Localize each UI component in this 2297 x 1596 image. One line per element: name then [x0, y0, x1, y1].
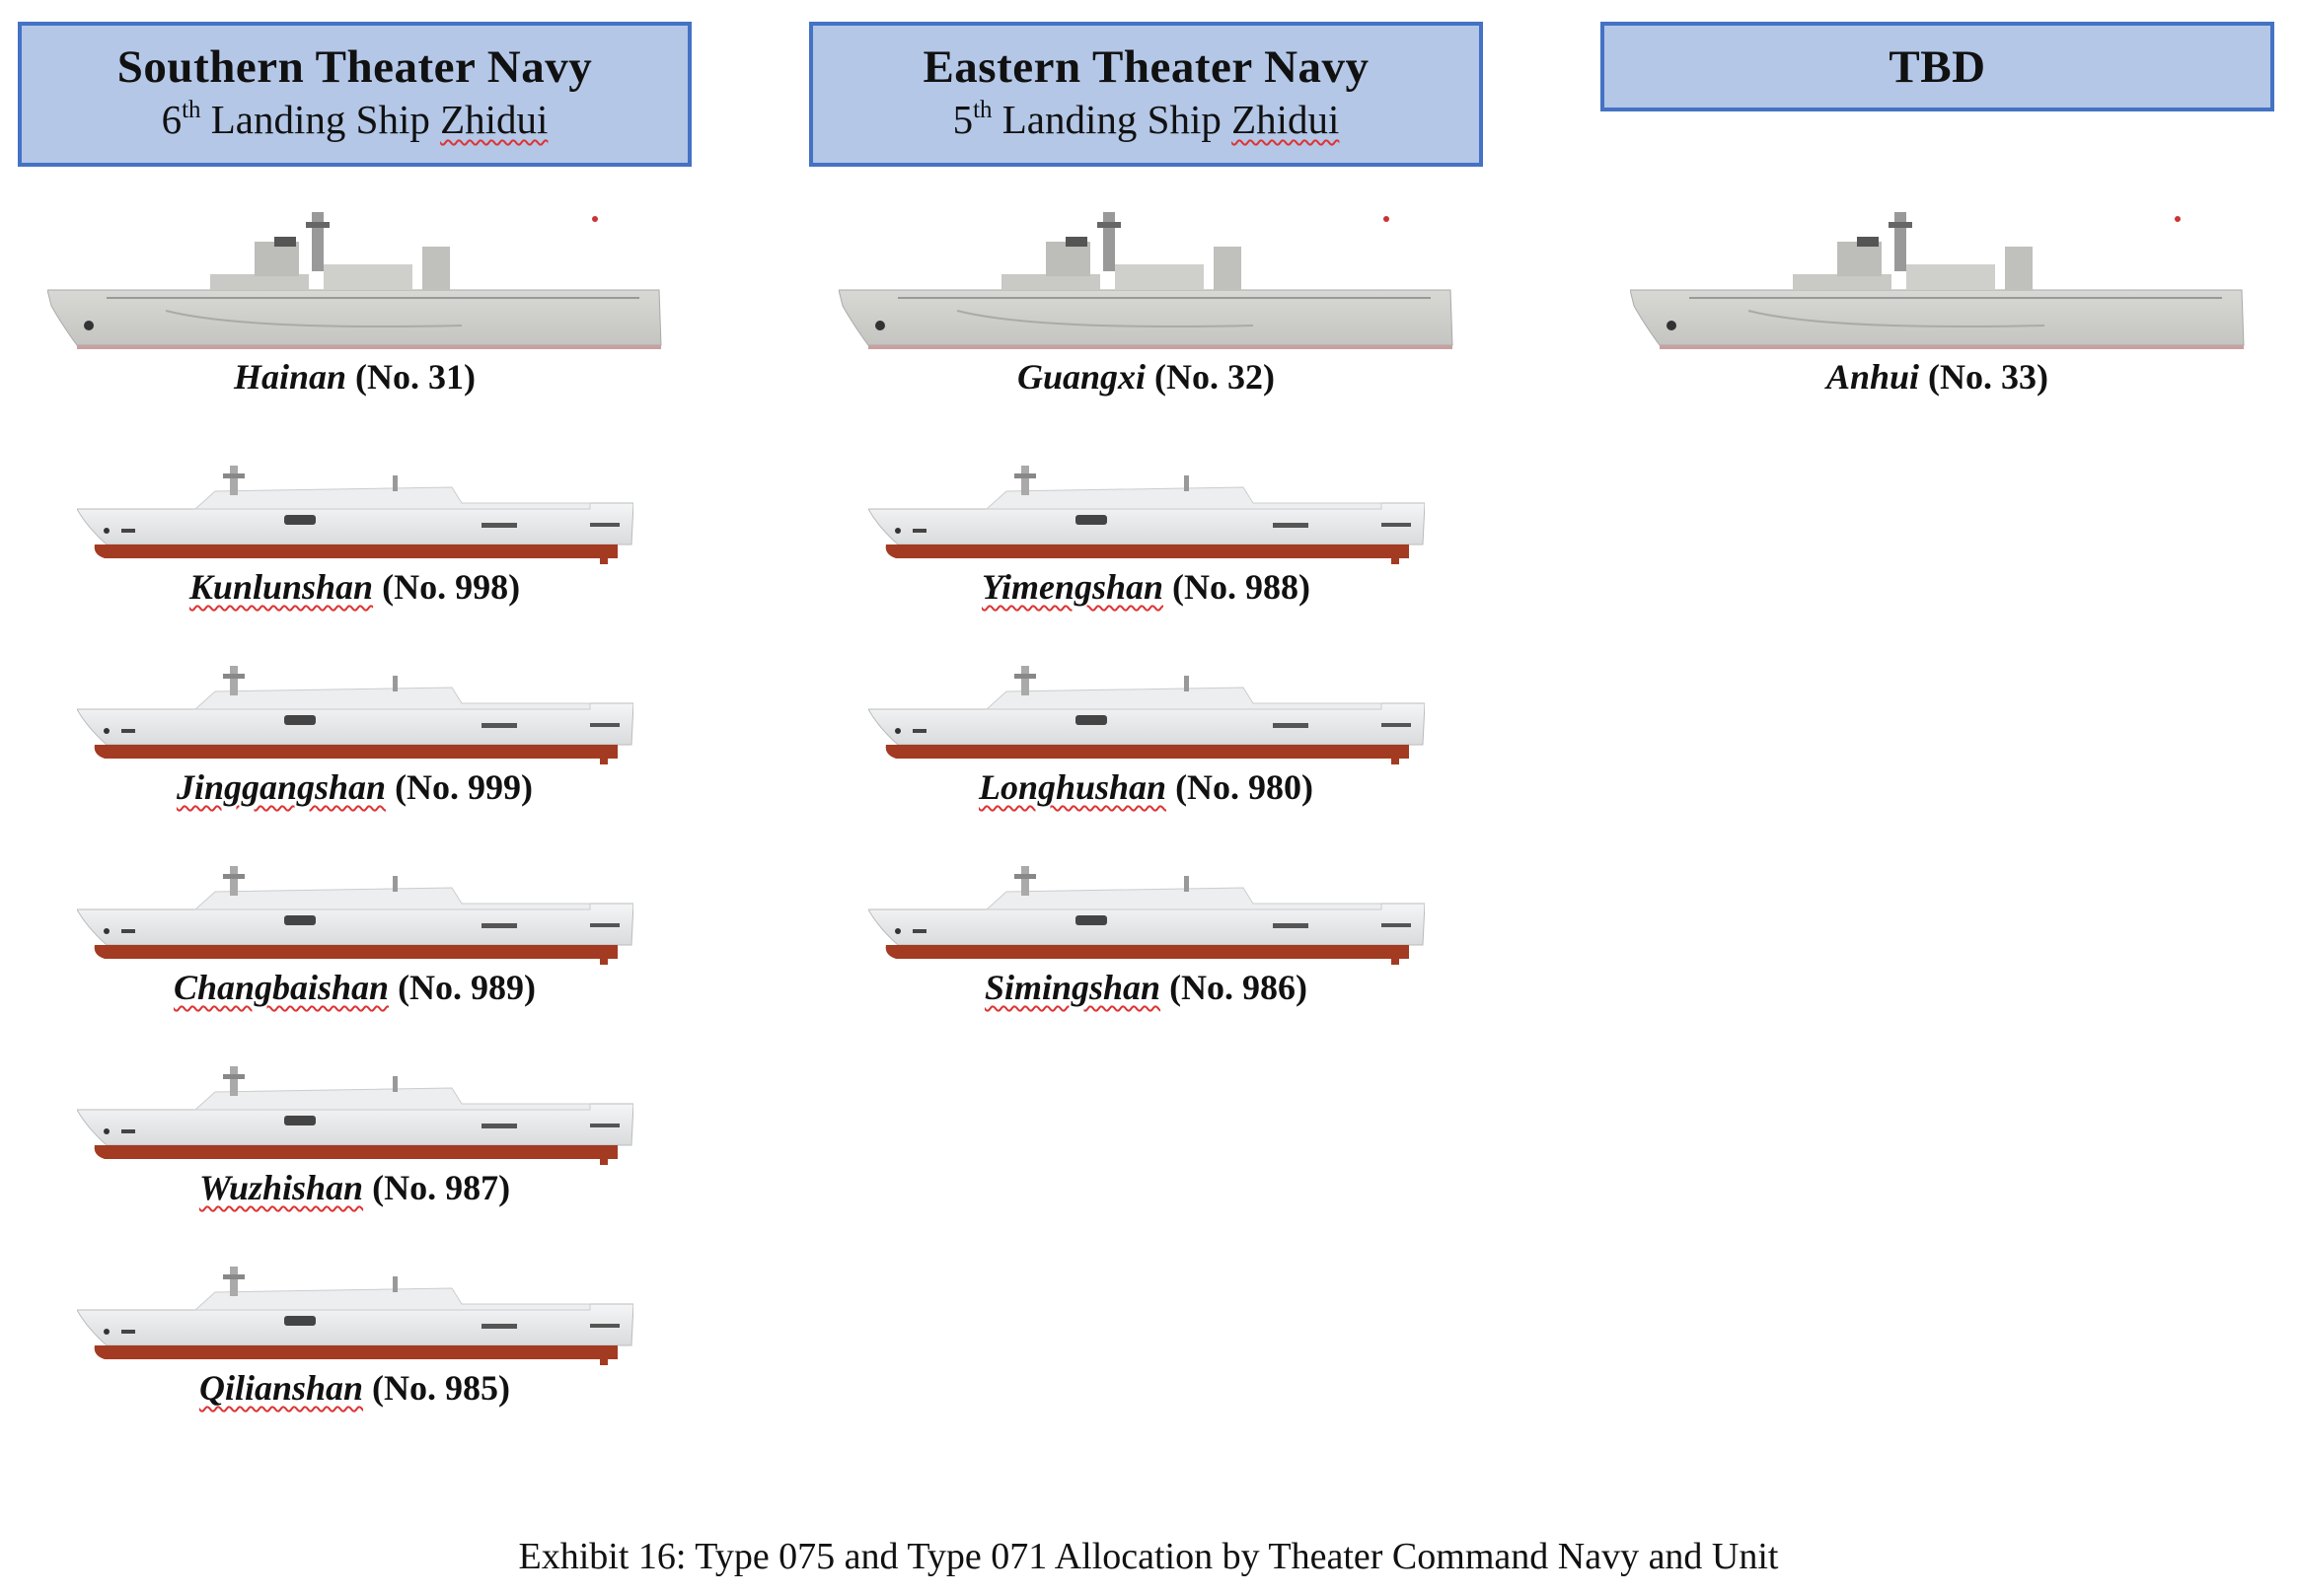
ship-entry: Longhushan (No. 980) — [809, 654, 1483, 854]
ship-name: Kunlunshan — [188, 567, 374, 607]
ship-number: (No. 987) — [372, 1168, 511, 1207]
type-071-ship-image — [77, 1255, 633, 1368]
ship-label: Jinggangshan (No. 999) — [18, 767, 692, 807]
header-subtitle: 6th Landing Ship Zhidui — [22, 95, 688, 144]
ship-name: Wuzhishan — [198, 1168, 364, 1207]
ship-label: Guangxi (No. 32) — [809, 357, 1483, 397]
ship-number: (No. 32) — [1154, 357, 1276, 397]
column-southern: Hainan (No. 31) Kunlunshan (No. 998) Jingg… — [18, 207, 692, 1455]
ship-entry: Hainan (No. 31) — [18, 207, 692, 454]
ship-name: Longhushan — [978, 767, 1167, 807]
ship-label: Wuzhishan (No. 987) — [18, 1168, 692, 1207]
ship-name: Yimengshan — [981, 567, 1164, 607]
ship-entry: Yimengshan (No. 988) — [809, 454, 1483, 654]
header-title: Eastern Theater Navy — [923, 41, 1370, 93]
figure-caption: Exhibit 16: Type 075 and Type 071 Alloca… — [518, 1536, 1779, 1577]
type-071-ship-image — [77, 1054, 633, 1168]
column-eastern: Guangxi (No. 32) Yimengshan (No. 988) Long… — [809, 207, 1483, 1054]
ship-label: Hainan (No. 31) — [18, 357, 692, 397]
header-eastern-theater-navy: Eastern Theater Navy 5th Landing Ship Zh… — [809, 22, 1483, 167]
ship-name: Simingshan — [984, 968, 1161, 1007]
ship-label: Simingshan (No. 986) — [809, 968, 1483, 1007]
ordinal-number: 6 — [161, 97, 183, 142]
type-071-ship-image — [868, 454, 1425, 567]
subtitle-text: Landing Ship — [200, 97, 441, 142]
type-075-ship-image — [47, 207, 663, 357]
ship-entry: Guangxi (No. 32) — [809, 207, 1483, 454]
ship-label: Qilianshan (No. 985) — [18, 1368, 692, 1408]
ship-number: (No. 33) — [1928, 357, 2049, 397]
header-title: Southern Theater Navy — [116, 41, 593, 93]
type-071-ship-image — [77, 854, 633, 968]
subtitle-unit: Zhidui — [440, 97, 549, 142]
type-071-ship-image — [77, 654, 633, 767]
type-071-ship-image — [77, 454, 633, 567]
ship-label: Yimengshan (No. 988) — [809, 567, 1483, 607]
ship-entry: Qilianshan (No. 985) — [18, 1255, 692, 1455]
ship-number: (No. 980) — [1175, 767, 1314, 807]
type-071-ship-image — [868, 654, 1425, 767]
ship-number: (No. 985) — [372, 1368, 511, 1408]
type-075-ship-image — [1630, 207, 2246, 357]
ship-name: Hainan — [233, 357, 347, 397]
ship-name: Changbaishan — [173, 968, 390, 1007]
ship-label: Kunlunshan (No. 998) — [18, 567, 692, 607]
ship-label: Changbaishan (No. 989) — [18, 968, 692, 1007]
ship-entry: Anhui (No. 33) — [1600, 207, 2274, 454]
ship-entry: Kunlunshan (No. 998) — [18, 454, 692, 654]
subtitle-unit: Zhidui — [1231, 97, 1340, 142]
ship-number: (No. 999) — [395, 767, 534, 807]
ship-entry: Simingshan (No. 986) — [809, 854, 1483, 1054]
ship-name: Anhui — [1825, 357, 1920, 397]
ship-number: (No. 31) — [355, 357, 477, 397]
ordinal-suffix: th — [973, 97, 993, 123]
ship-name: Qilianshan — [198, 1368, 364, 1408]
header-subtitle: 5th Landing Ship Zhidui — [813, 95, 1479, 144]
header-title: TBD — [1889, 41, 1986, 93]
ship-number: (No. 989) — [398, 968, 537, 1007]
ship-entry: Wuzhishan (No. 987) — [18, 1054, 692, 1255]
header-tbd: TBD — [1600, 22, 2274, 111]
ship-label: Anhui (No. 33) — [1600, 357, 2274, 397]
column-tbd: Anhui (No. 33) — [1600, 207, 2274, 454]
ship-entry: Jinggangshan (No. 999) — [18, 654, 692, 854]
ship-number: (No. 986) — [1169, 968, 1308, 1007]
ship-name: Guangxi — [1016, 357, 1147, 397]
ship-number: (No. 998) — [382, 567, 521, 607]
ship-label: Longhushan (No. 980) — [809, 767, 1483, 807]
ordinal-number: 5 — [952, 97, 974, 142]
ordinal-suffix: th — [182, 97, 201, 123]
ship-number: (No. 988) — [1172, 567, 1311, 607]
ship-name: Jinggangshan — [176, 767, 387, 807]
type-075-ship-image — [839, 207, 1454, 357]
type-071-ship-image — [868, 854, 1425, 968]
header-southern-theater-navy: Southern Theater Navy 6th Landing Ship Z… — [18, 22, 692, 167]
subtitle-text: Landing Ship — [992, 97, 1232, 142]
ship-entry: Changbaishan (No. 989) — [18, 854, 692, 1054]
